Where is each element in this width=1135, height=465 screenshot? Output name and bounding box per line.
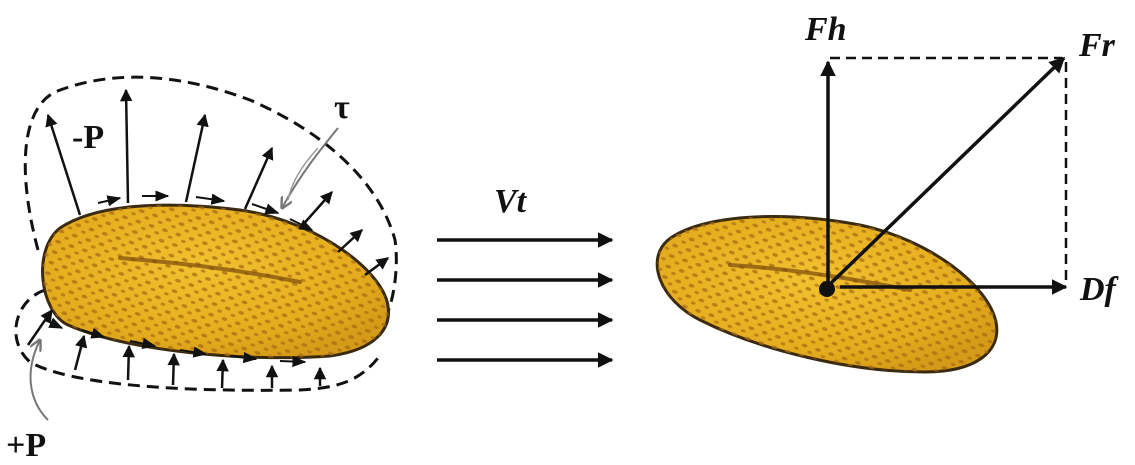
lower-pressure-envelope — [14, 288, 380, 392]
velocity-label: Vt — [494, 183, 528, 220]
upper-shear-arrows — [97, 190, 314, 231]
lower-shear-arrows — [44, 317, 307, 368]
force-vectors — [820, 56, 1068, 295]
flow-arrows — [437, 232, 614, 368]
drag-force-label: Df — [1079, 271, 1120, 308]
left-grain-furrow — [118, 256, 302, 284]
upper-pressure-envelope — [23, 75, 398, 327]
force-construction-lines — [830, 56, 1068, 286]
left-pollen-group: -P +P τ — [6, 75, 398, 464]
lift-force-label: Fh — [804, 11, 847, 48]
right-pollen-group: Fh Fr Df — [655, 11, 1120, 374]
shear-pointer — [282, 127, 339, 208]
shear-label: τ — [334, 89, 350, 126]
center-of-mass-dot — [819, 281, 835, 297]
positive-pressure-label: +P — [6, 427, 46, 464]
resultant-force-label: Fr — [1078, 27, 1116, 64]
positive-pressure-pointer — [29, 340, 49, 421]
negative-pressure-label: -P — [72, 119, 104, 156]
resultant-force-vector — [826, 56, 1066, 288]
